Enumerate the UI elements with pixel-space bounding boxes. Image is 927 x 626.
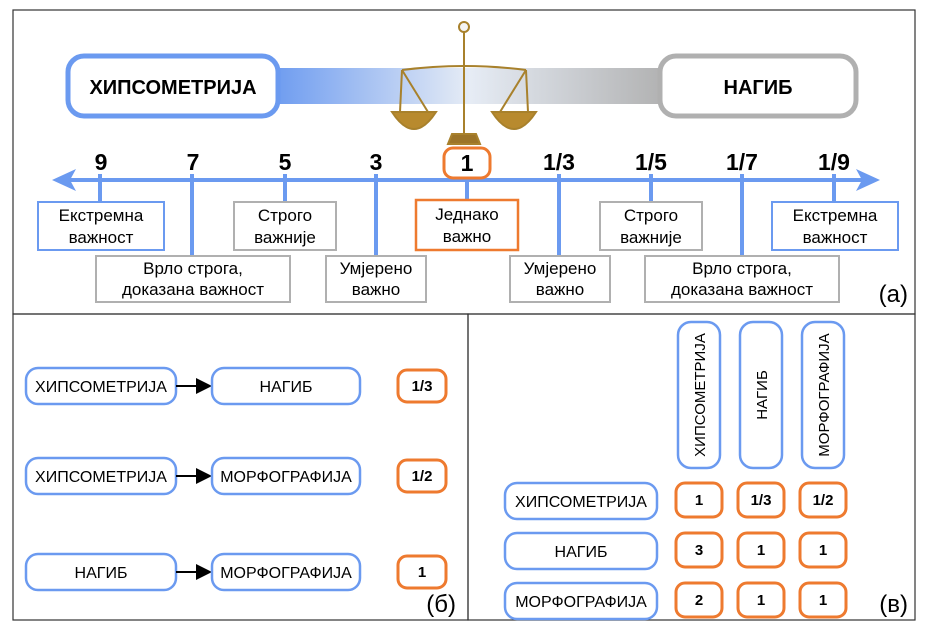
svg-text:важност: важност (69, 228, 134, 247)
matrix-row-3: МОРФОГРАФИЈА 2 1 1 (503, 581, 848, 621)
svg-text:1/2: 1/2 (813, 492, 834, 509)
pair-row-1: ХИПСОМЕТРИЈА НАГИБ 1/3 (24, 366, 448, 406)
svg-text:доказана важност: доказана важност (671, 280, 813, 299)
svg-text:Једнако: Једнако (435, 205, 498, 224)
panel-a-label: (а) (879, 281, 908, 308)
criterion-left-pill (65, 53, 281, 119)
svg-text:ХИПСОМЕТРИЈА: ХИПСОМЕТРИЈА (692, 333, 709, 457)
scale-value-5: 5 (279, 149, 292, 175)
svg-text:важно: важно (536, 280, 585, 299)
svg-text:1/3: 1/3 (751, 492, 772, 509)
svg-text:1: 1 (695, 492, 703, 509)
matrix-row-2: НАГИБ 3 1 1 (503, 531, 848, 571)
svg-text:важније: важније (620, 228, 682, 247)
box-moderate-right: Умјерено важно (509, 255, 611, 303)
criterion-right-label: НАГИБ (724, 77, 793, 99)
pair-row-2: ХИПСОМЕТРИЈА МОРФОГРАФИЈА 1/2 (24, 456, 448, 496)
svg-text:Екстремна: Екстремна (59, 206, 144, 225)
box-very-strong-right: Врло строга, доказана важност (644, 255, 840, 303)
box-strong-left: Строго важније (233, 201, 337, 251)
box-strong-right: Строго важније (599, 201, 703, 251)
svg-text:НАГИБ: НАГИБ (260, 379, 313, 396)
svg-text:Врло строга,: Врло строга, (692, 259, 792, 278)
scale-value-equal-box (442, 146, 492, 180)
svg-text:1: 1 (819, 542, 827, 559)
criterion-left-label: ХИПСОМЕТРИЈА (89, 77, 256, 99)
svg-text:1/2: 1/2 (412, 468, 433, 485)
svg-text:1: 1 (757, 542, 765, 559)
svg-text:МОРФОГРАФИЈА: МОРФОГРАФИЈА (220, 469, 352, 486)
svg-text:Строго: Строго (624, 206, 678, 225)
matrix-col-1: ХИПСОМЕТРИЈА (676, 320, 722, 470)
box-very-strong-left: Врло строга, доказана важност (95, 255, 291, 303)
panel-c-label: (в) (879, 591, 908, 618)
scale-arrow-right (856, 169, 880, 191)
box-extreme-left: Екстремна важност (37, 201, 165, 251)
scale-value-1-9: 1/9 (818, 149, 850, 175)
svg-text:важније: важније (254, 228, 316, 247)
svg-text:НАГИБ: НАГИБ (754, 370, 771, 420)
balance-scale-icon (390, 21, 538, 145)
matrix-col-3: МОРФОГРАФИЈА (800, 320, 846, 470)
svg-text:1/3: 1/3 (412, 378, 433, 395)
matrix-col-2: НАГИБ (738, 320, 784, 470)
svg-text:важност: важност (803, 228, 868, 247)
svg-text:МОРФОГРАФИЈА: МОРФОГРАФИЈА (220, 565, 352, 582)
svg-text:Строго: Строго (258, 206, 312, 225)
svg-text:1: 1 (418, 564, 426, 581)
svg-text:3: 3 (695, 542, 703, 559)
svg-text:Екстремна: Екстремна (793, 206, 878, 225)
svg-text:ХИПСОМЕТРИЈА: ХИПСОМЕТРИЈА (35, 379, 167, 396)
svg-text:2: 2 (695, 592, 703, 609)
svg-text:1: 1 (757, 592, 765, 609)
svg-text:МОРФОГРАФИЈА: МОРФОГРАФИЈА (816, 333, 833, 456)
scale-value-3: 3 (370, 149, 383, 175)
scale-connectors (98, 174, 836, 256)
svg-text:МОРФОГРАФИЈА: МОРФОГРАФИЈА (515, 594, 647, 611)
box-equal: Једнако важно (414, 198, 520, 252)
svg-text:ХИПСОМЕТРИЈА: ХИПСОМЕТРИЈА (515, 494, 647, 511)
svg-text:важно: важно (352, 280, 401, 299)
pair-row-3: НАГИБ МОРФОГРАФИЈА 1 (24, 552, 448, 592)
scale-value-1-3: 1/3 (543, 149, 575, 175)
panel-c: ХИПСОМЕТРИЈА НАГИБ МОРФОГРАФИЈА ХИПСОМЕТ… (503, 320, 908, 621)
scale-arrow-left (52, 169, 76, 191)
scale-value-1-5: 1/5 (635, 149, 667, 175)
svg-text:НАГИБ: НАГИБ (555, 544, 608, 561)
panel-frames (12, 9, 916, 621)
panel-b-label: (б) (426, 591, 456, 618)
criterion-right-pill (657, 53, 859, 119)
svg-text:ХИПСОМЕТРИЈА: ХИПСОМЕТРИЈА (35, 469, 167, 486)
svg-text:НАГИБ: НАГИБ (75, 565, 128, 582)
scale-value-1: 1 (461, 150, 474, 176)
svg-text:Умјерено: Умјерено (524, 259, 597, 278)
balance-gradient-bar (270, 68, 670, 104)
scale-value-1-7: 1/7 (726, 149, 758, 175)
box-moderate-left: Умјерено важно (325, 255, 427, 303)
svg-text:доказана важност: доказана важност (122, 280, 264, 299)
svg-text:Умјерено: Умјерено (340, 259, 413, 278)
scale-value-7: 7 (187, 149, 200, 175)
svg-text:важно: важно (443, 227, 492, 246)
scale-value-9: 9 (95, 149, 108, 175)
matrix-row-1: ХИПСОМЕТРИЈА 1 1/3 1/2 (503, 481, 848, 521)
svg-text:Врло строга,: Врло строга, (143, 259, 243, 278)
panel-a: ХИПСОМЕТРИЈА НАГИБ 9 7 5 3 1 1/3 (37, 21, 908, 308)
svg-text:1: 1 (819, 592, 827, 609)
panel-b: ХИПСОМЕТРИЈА НАГИБ 1/3 ХИПСОМЕТРИЈА МОРФ… (24, 366, 456, 618)
box-extreme-right: Екстремна важност (771, 201, 899, 251)
